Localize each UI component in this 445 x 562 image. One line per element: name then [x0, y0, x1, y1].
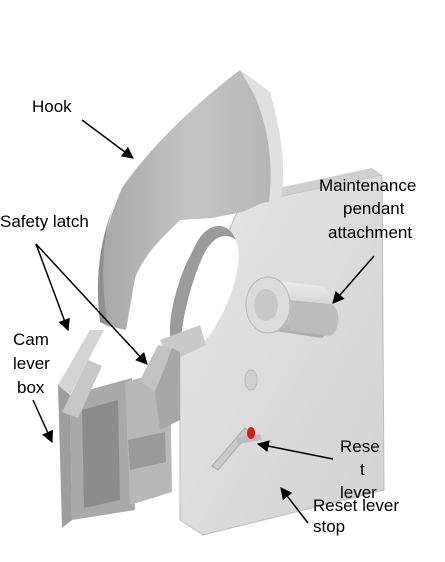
- label-cam-1: Cam: [13, 330, 49, 349]
- plate-boss: [244, 369, 258, 391]
- reset-lever: [211, 427, 262, 471]
- label-reset-lever-1: Rese: [340, 437, 380, 456]
- pendant-attachment-cylinder: [245, 276, 339, 338]
- callout-labels: Hook Safety latch Maintenance pendant at…: [0, 97, 416, 536]
- safety-latch-arrow-2: [35, 243, 148, 365]
- label-reset-lever-3: lever: [340, 483, 377, 502]
- label-maintenance-1: Maintenance: [319, 176, 416, 195]
- hook-body: [97, 70, 284, 330]
- label-cam-3: box: [17, 378, 45, 397]
- maintenance-arrow: [332, 255, 375, 304]
- hook-eye-opening: [169, 225, 239, 350]
- cam-lever-box: [58, 330, 172, 528]
- label-reset-lever-2: t: [360, 460, 365, 479]
- label-safety-latch: Safety latch: [0, 212, 89, 231]
- label-cam-2: lever: [13, 354, 50, 373]
- reset-indicator: [247, 427, 255, 439]
- safety-latch-arrow-1: [35, 243, 70, 332]
- hook-arrow: [81, 119, 134, 159]
- label-maintenance-2: pendant: [343, 199, 405, 218]
- safety-latch: [62, 345, 180, 430]
- reset-stop-arrow: [280, 487, 309, 524]
- label-maintenance-3: attachment: [328, 223, 412, 242]
- label-reset-stop-2: stop: [313, 517, 345, 536]
- reset-lever-arrow: [256, 440, 334, 460]
- callout-arrows: [32, 119, 375, 524]
- cam-lever-arrow: [32, 399, 54, 444]
- label-reset-stop-1: Reset lever: [313, 496, 399, 515]
- label-hook: Hook: [32, 97, 72, 116]
